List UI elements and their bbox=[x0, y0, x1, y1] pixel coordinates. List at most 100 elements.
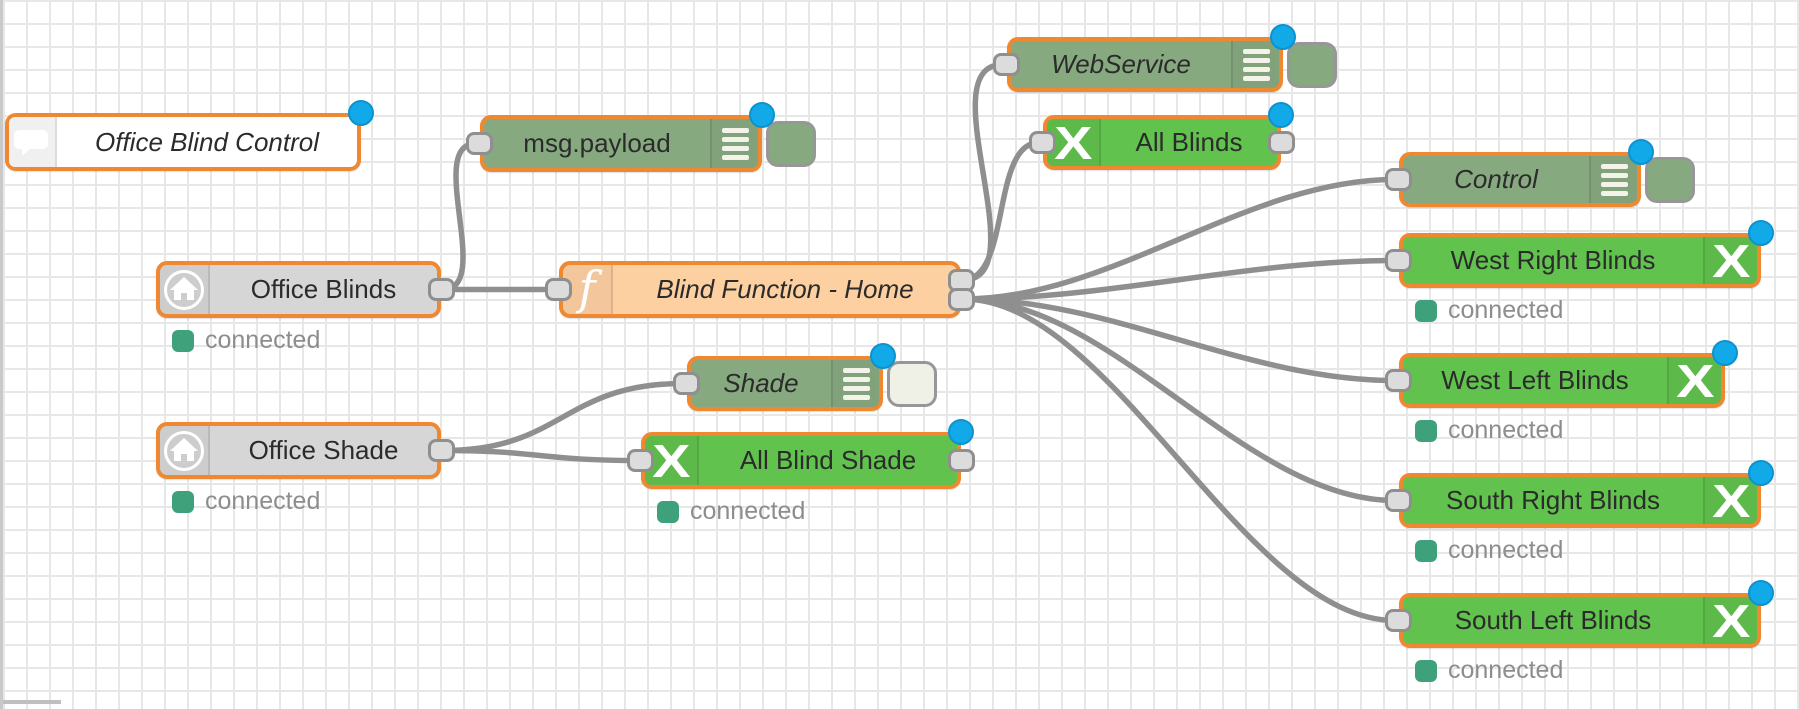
status-dot bbox=[1415, 539, 1437, 562]
changed-indicator-debug-msg-payload bbox=[749, 102, 775, 128]
node-office-shade[interactable]: Office Shade bbox=[156, 422, 441, 479]
wire-layer bbox=[440, 61, 1398, 624]
node-label: West Right Blinds bbox=[1450, 245, 1656, 275]
status-badge-west-left-blinds: connected bbox=[1415, 416, 1563, 445]
node-debug-control[interactable]: Control bbox=[1399, 152, 1641, 207]
node-west-right-blinds[interactable]: West Right Blinds X bbox=[1399, 233, 1761, 288]
debug-toggle-button-debug-webservice[interactable] bbox=[1287, 41, 1337, 88]
node-west-left-blinds[interactable]: West Left Blinds X bbox=[1399, 353, 1725, 408]
node-icon-area: X bbox=[645, 436, 699, 485]
node-icon-area bbox=[1231, 41, 1279, 88]
node-icon-area: X bbox=[1703, 477, 1757, 524]
status-dot bbox=[657, 500, 679, 523]
node-icon-area bbox=[160, 265, 210, 314]
status-text: connected bbox=[1448, 656, 1564, 684]
output-port-all-blinds-0[interactable] bbox=[1268, 131, 1295, 154]
debug-output-icon bbox=[721, 127, 749, 160]
node-label: msg.payload bbox=[523, 128, 671, 158]
input-port-debug-control[interactable] bbox=[1385, 168, 1412, 191]
node-label: Office Blind Control bbox=[95, 126, 319, 157]
node-label: West Left Blinds bbox=[1441, 365, 1629, 395]
wire-function-blind-home-to-all-blinds[interactable] bbox=[960, 139, 1042, 283]
status-text: connected bbox=[205, 326, 321, 354]
debug-output-icon bbox=[1600, 163, 1628, 196]
ccu-x-icon: X bbox=[1711, 594, 1751, 647]
changed-indicator-south-right-blinds bbox=[1748, 460, 1774, 486]
node-comment-office-blind-control[interactable]: Office Blind Control bbox=[5, 113, 361, 171]
status-text: connected bbox=[1448, 296, 1564, 324]
function-icon: f bbox=[578, 260, 596, 315]
status-dot bbox=[1415, 659, 1437, 682]
node-icon-area: X bbox=[1703, 597, 1757, 644]
wire-office-shade-to-all-blind-shade[interactable] bbox=[440, 447, 640, 464]
status-badge-south-right-blinds: connected bbox=[1415, 536, 1563, 565]
node-icon-area bbox=[9, 117, 57, 167]
status-badge-office-blinds: connected bbox=[172, 326, 320, 355]
node-icon-area bbox=[710, 119, 758, 168]
input-port-debug-webservice[interactable] bbox=[993, 53, 1020, 76]
ccu-x-icon: X bbox=[651, 434, 691, 487]
input-port-debug-shade[interactable] bbox=[673, 372, 700, 395]
wire-function-blind-home-to-south-right-blinds[interactable] bbox=[960, 296, 1398, 504]
node-office-blinds[interactable]: Office Blinds bbox=[156, 261, 441, 318]
status-badge-all-blind-shade: connected bbox=[657, 497, 805, 526]
node-label: Blind Function - Home bbox=[656, 274, 914, 304]
wire-function-blind-home-to-west-left-blinds[interactable] bbox=[960, 296, 1398, 384]
status-dot bbox=[172, 490, 194, 513]
changed-indicator-south-left-blinds bbox=[1748, 580, 1774, 606]
changed-indicator-all-blind-shade bbox=[948, 419, 974, 445]
node-icon-area: X bbox=[1047, 119, 1101, 166]
node-all-blinds[interactable]: X All Blinds bbox=[1043, 115, 1281, 170]
input-port-debug-msg-payload[interactable] bbox=[466, 132, 493, 155]
status-badge-west-right-blinds: connected bbox=[1415, 296, 1563, 325]
changed-indicator-west-left-blinds bbox=[1712, 340, 1738, 366]
canvas-edge bbox=[3, 700, 61, 704]
ccu-x-icon: X bbox=[1711, 474, 1751, 527]
output-port-all-blind-shade-0[interactable] bbox=[948, 449, 975, 472]
debug-toggle-button-debug-control[interactable] bbox=[1645, 156, 1695, 203]
changed-indicator-debug-webservice bbox=[1270, 24, 1296, 50]
node-label: All Blinds bbox=[1135, 127, 1243, 157]
node-debug-webservice[interactable]: WebService bbox=[1007, 37, 1283, 92]
node-debug-shade[interactable]: Shade bbox=[687, 356, 883, 411]
node-label: South Right Blinds bbox=[1446, 485, 1660, 515]
node-function-blind-home[interactable]: f Blind Function - Home bbox=[559, 261, 961, 318]
status-text: connected bbox=[1448, 416, 1564, 444]
output-port-office-shade-0[interactable] bbox=[428, 439, 455, 462]
wire-function-blind-home-to-south-left-blinds[interactable] bbox=[960, 296, 1398, 624]
wire-function-blind-home-to-debug-control[interactable] bbox=[960, 176, 1398, 302]
changed-indicator-all-blinds bbox=[1268, 102, 1294, 128]
node-icon-area: X bbox=[1703, 237, 1757, 284]
status-badge-south-left-blinds: connected bbox=[1415, 656, 1563, 685]
output-port-function-blind-home-1[interactable] bbox=[948, 287, 975, 311]
changed-indicator-west-right-blinds bbox=[1748, 220, 1774, 246]
status-badge-office-shade: connected bbox=[172, 487, 320, 516]
node-debug-msg-payload[interactable]: msg.payload bbox=[480, 115, 762, 172]
input-port-west-left-blinds[interactable] bbox=[1385, 369, 1412, 392]
wire-office-shade-to-debug-shade[interactable] bbox=[440, 380, 686, 454]
wire-function-blind-home-to-west-right-blinds[interactable] bbox=[960, 257, 1398, 302]
input-port-all-blinds[interactable] bbox=[1029, 131, 1056, 154]
debug-output-icon bbox=[842, 367, 870, 400]
input-port-south-left-blinds[interactable] bbox=[1385, 609, 1412, 632]
node-south-right-blinds[interactable]: South Right Blinds X bbox=[1399, 473, 1761, 528]
wire-office-blinds-to-debug-msg-payload[interactable] bbox=[440, 140, 479, 293]
wire-function-blind-home-to-debug-webservice[interactable] bbox=[960, 61, 1006, 283]
input-port-function-blind-home[interactable] bbox=[545, 278, 572, 301]
status-dot bbox=[1415, 299, 1437, 322]
status-text: connected bbox=[1448, 536, 1564, 564]
input-port-south-right-blinds[interactable] bbox=[1385, 489, 1412, 512]
input-port-west-right-blinds[interactable] bbox=[1385, 249, 1412, 272]
ccu-x-icon: X bbox=[1675, 354, 1715, 407]
debug-toggle-button-debug-msg-payload[interactable] bbox=[766, 120, 816, 167]
status-text: connected bbox=[205, 487, 321, 515]
output-port-office-blinds-0[interactable] bbox=[428, 278, 455, 301]
debug-output-icon bbox=[1242, 48, 1270, 81]
node-label: Control bbox=[1454, 164, 1538, 194]
input-port-all-blind-shade[interactable] bbox=[627, 449, 654, 472]
debug-toggle-button-debug-shade[interactable] bbox=[887, 360, 937, 407]
node-label: WebService bbox=[1051, 49, 1191, 79]
